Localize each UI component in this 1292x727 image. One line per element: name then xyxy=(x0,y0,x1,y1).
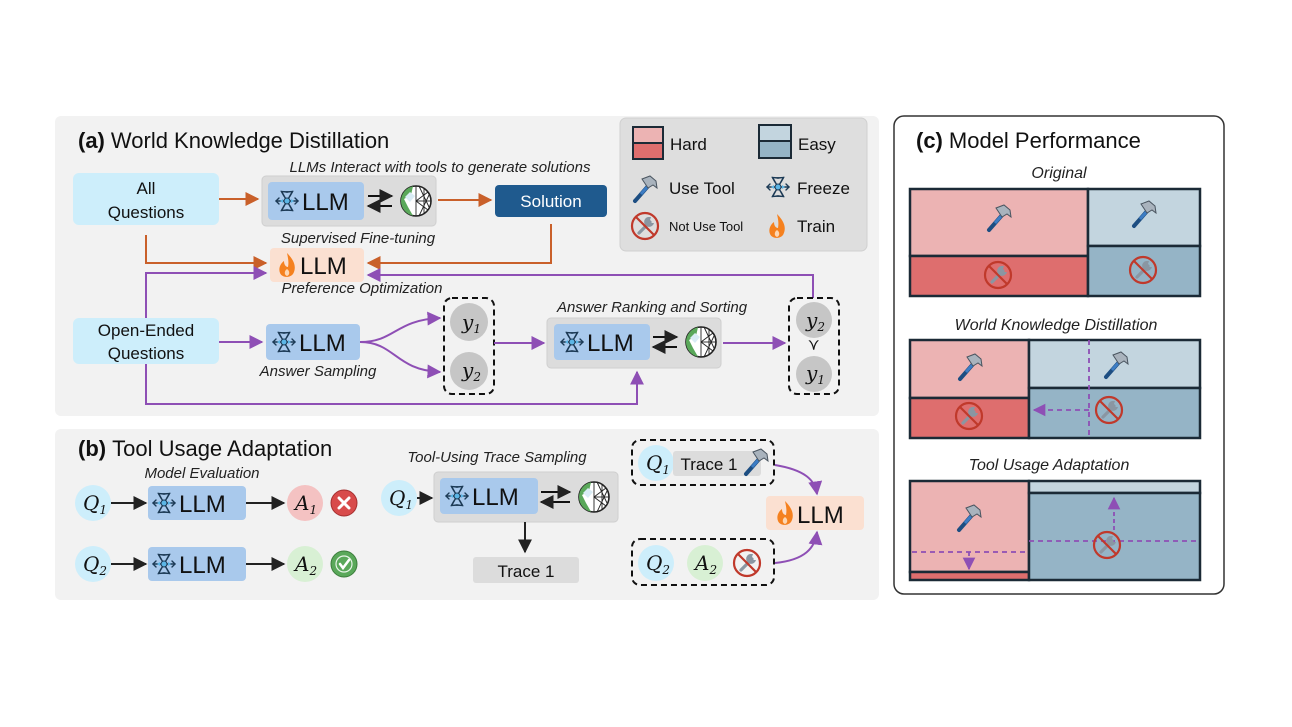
snowflake-icon xyxy=(274,188,300,214)
legend-use-tool-label: Use Tool xyxy=(669,179,735,198)
preference-symbol: ≻ xyxy=(805,339,822,352)
svg-text:Q2: Q2 xyxy=(83,552,107,578)
legend-not-use-tool-label: Not Use Tool xyxy=(669,219,743,234)
svg-text:LLM: LLM xyxy=(472,484,519,511)
snowflake-icon xyxy=(559,329,585,355)
answer-sampling-caption: Answer Sampling xyxy=(259,363,377,380)
svg-text:Q1: Q1 xyxy=(83,491,107,517)
snowflake-icon xyxy=(765,174,791,200)
ranked-y2 xyxy=(796,302,832,338)
arrow-openended-to-ranking xyxy=(145,364,644,405)
svg-text:A2: A2 xyxy=(293,552,317,578)
solution-box: Solution xyxy=(495,185,607,217)
eval-row-2: Q2 LLM A2 xyxy=(75,546,359,582)
svg-text:Q1: Q1 xyxy=(389,486,413,512)
svg-text:Trace 1: Trace 1 xyxy=(680,455,737,474)
snowflake-icon xyxy=(271,329,297,355)
all-questions-line1: All xyxy=(137,179,156,198)
answer-y1 xyxy=(450,303,488,341)
llm-label: LLM xyxy=(587,330,634,357)
trained-llm-box-b: LLM xyxy=(766,496,864,530)
legend-hard-label: Hard xyxy=(670,135,707,154)
arrow-sample2-to-train xyxy=(774,530,823,564)
legend-hard: Hard xyxy=(632,126,707,160)
legend-train-label: Train xyxy=(797,217,835,236)
svg-text:Q1: Q1 xyxy=(646,451,670,477)
check-icon xyxy=(329,549,359,579)
interact-caption: LLMs Interact with tools to generate sol… xyxy=(290,159,591,176)
llm-interact-group-top: LLM xyxy=(261,175,437,227)
panel-a-title-text: World Knowledge Distillation xyxy=(111,128,389,153)
arrow-ranked-to-po xyxy=(366,268,814,298)
svg-text:y2: y2 xyxy=(461,358,481,384)
open-ended-line2: Questions xyxy=(108,344,185,363)
llm-label: LLM xyxy=(299,330,346,357)
sampling-llm-box: LLM xyxy=(266,324,360,360)
legend: Hard Easy Use Tool Freeze Not Use Tool T… xyxy=(619,117,868,252)
tool-globe-icon xyxy=(400,185,432,217)
original-caption: Original xyxy=(1031,165,1087,182)
arrow-solution-to-sft xyxy=(366,224,552,270)
svg-text:y2: y2 xyxy=(805,308,825,334)
ranking-llm-group: LLM xyxy=(546,317,722,369)
wkd-caption: World Knowledge Distillation xyxy=(955,317,1158,334)
legend-easy-label: Easy xyxy=(798,135,836,154)
po-caption: Preference Optimization xyxy=(282,280,443,297)
training-sample-2: Q2 A2 xyxy=(631,538,775,586)
trace-sampling-group: Q1 LLM Trace 1 xyxy=(381,471,619,583)
svg-text:y1: y1 xyxy=(461,310,481,336)
open-ended-questions-box: Open-Ended Questions xyxy=(73,318,219,364)
svg-text:LLM: LLM xyxy=(797,502,844,529)
answer-y2 xyxy=(450,352,488,390)
legend-easy: Easy xyxy=(758,124,836,159)
panel-b-title: (b)Tool Usage Adaptation xyxy=(78,436,332,461)
sft-caption: Supervised Fine-tuning xyxy=(281,230,436,247)
cross-icon xyxy=(329,488,359,518)
llm-label: LLM xyxy=(302,189,349,216)
arrow-to-y1 xyxy=(359,311,442,343)
svg-text:LLM: LLM xyxy=(179,552,226,579)
legend-freeze-label: Freeze xyxy=(797,179,850,198)
training-sample-1: Q1 Trace 1 xyxy=(631,439,775,486)
trained-llm-box: LLM xyxy=(270,248,364,282)
arrow-sample1-to-train xyxy=(774,464,823,496)
svg-text:A2: A2 xyxy=(693,551,717,577)
panel-a-title: (a)World Knowledge Distillation xyxy=(78,128,389,153)
ranked-y1 xyxy=(796,356,832,392)
tool-globe-icon xyxy=(685,326,717,358)
ranked-answers-group: y2 ≻ y1 xyxy=(788,297,840,395)
svg-text:LLM: LLM xyxy=(179,491,226,518)
wkd-chart xyxy=(908,338,1202,440)
svg-text:Q2: Q2 xyxy=(646,551,670,577)
eval-row-1: Q1 LLM A1 xyxy=(75,485,359,521)
tua-caption: Tool Usage Adaptation xyxy=(969,457,1130,474)
open-ended-line1: Open-Ended xyxy=(98,321,194,340)
model-eval-caption: Model Evaluation xyxy=(144,465,259,482)
all-questions-line2: Questions xyxy=(108,203,185,222)
trace-label: Trace 1 xyxy=(497,562,554,581)
svg-text:A1: A1 xyxy=(293,491,317,517)
original-chart xyxy=(908,187,1202,298)
solution-label: Solution xyxy=(520,192,581,211)
ranking-caption: Answer Ranking and Sorting xyxy=(556,299,748,316)
sampled-answers-group: y1 y2 xyxy=(443,297,495,395)
svg-text:y1: y1 xyxy=(805,361,825,387)
arrow-questions-to-sft xyxy=(145,235,268,270)
tua-chart xyxy=(908,479,1202,582)
all-questions-box: All Questions xyxy=(73,173,219,225)
trace-sampling-caption: Tool-Using Trace Sampling xyxy=(407,449,587,466)
arrow-to-y2 xyxy=(359,341,442,379)
panel-a-letter: (a) xyxy=(78,128,105,153)
llm-label: LLM xyxy=(300,253,347,280)
panel-c-title: (c)Model Performance xyxy=(916,128,1141,153)
arrow-openended-to-po xyxy=(145,266,268,318)
